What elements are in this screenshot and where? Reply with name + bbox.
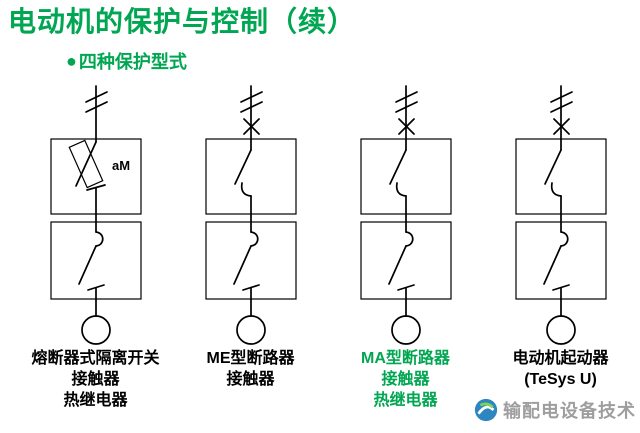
contactor-contact-icon xyxy=(77,231,105,301)
watermark-logo-icon xyxy=(474,398,498,422)
tesys-starter-schematic xyxy=(514,85,607,346)
contactor-contact-icon xyxy=(387,231,415,301)
ma-breaker-contactor-schematic xyxy=(359,85,452,346)
supply-hatch-icon xyxy=(84,101,108,114)
supply-line xyxy=(239,85,263,152)
supply-hatch-icon xyxy=(239,101,263,114)
subtitle: ● 四种保护型式 xyxy=(66,48,640,74)
scheme-column-fuse-switch: aM 熔断器式隔离开关 接触器 热继电器 xyxy=(18,84,173,411)
motor-icon xyxy=(390,315,421,346)
supply-line xyxy=(549,85,573,152)
scheme-column-me-breaker: ME型断路器 接触器 xyxy=(173,84,328,411)
scheme-label: ME型断路器 接触器 xyxy=(206,350,295,389)
supply-hatch-icon xyxy=(549,101,573,114)
motor-icon xyxy=(545,315,576,346)
page-title: 电动机的保护与控制（续） xyxy=(8,6,357,37)
supply-line xyxy=(394,85,418,152)
motor-icon xyxy=(235,315,266,346)
contactor-contact-icon xyxy=(542,231,570,301)
watermark-text: 输配电设备技术 xyxy=(503,401,636,421)
me-breaker-contactor-schematic xyxy=(204,85,297,346)
breaker-x-icon xyxy=(242,118,260,136)
fuse-disconnector-contactor-schematic: aM xyxy=(49,85,142,346)
supply-hatch-icon xyxy=(549,91,573,104)
subtitle-text: 四种保护型式 xyxy=(78,52,187,73)
scheme-label: 电动机起动器 (TeSys U) xyxy=(512,350,609,389)
supply-hatch-icon xyxy=(239,91,263,104)
scheme-column-ma-breaker: MA型断路器 接触器 热继电器 xyxy=(328,84,483,411)
supply-hatch-icon xyxy=(84,91,108,104)
breaker-x-icon xyxy=(397,118,415,136)
breaker-contact-icon xyxy=(388,149,407,216)
breaker-x-icon xyxy=(552,118,570,136)
supply-hatch-icon xyxy=(394,91,418,104)
breaker-contact-icon xyxy=(543,149,562,216)
bullet-icon: ● xyxy=(66,50,77,71)
scheme-label: MA型断路器 接触器 热继电器 xyxy=(361,350,450,410)
supply-hatch-icon xyxy=(394,101,418,114)
scheme-column-tesys-starter: 电动机起动器 (TeSys U) xyxy=(483,84,638,411)
watermark: 输配电设备技术 xyxy=(473,397,636,423)
schemes-row: aM 熔断器式隔离开关 接触器 热继电器 xyxy=(0,84,640,411)
supply-line xyxy=(84,85,108,144)
fuse-switch-icon: aM xyxy=(67,139,130,216)
motor-icon xyxy=(80,315,111,346)
scheme-label: 熔断器式隔离开关 接触器 热继电器 xyxy=(31,350,160,410)
breaker-contact-icon xyxy=(233,149,252,216)
fuse-rating-label: aM xyxy=(112,158,130,173)
contactor-contact-icon xyxy=(232,231,260,301)
